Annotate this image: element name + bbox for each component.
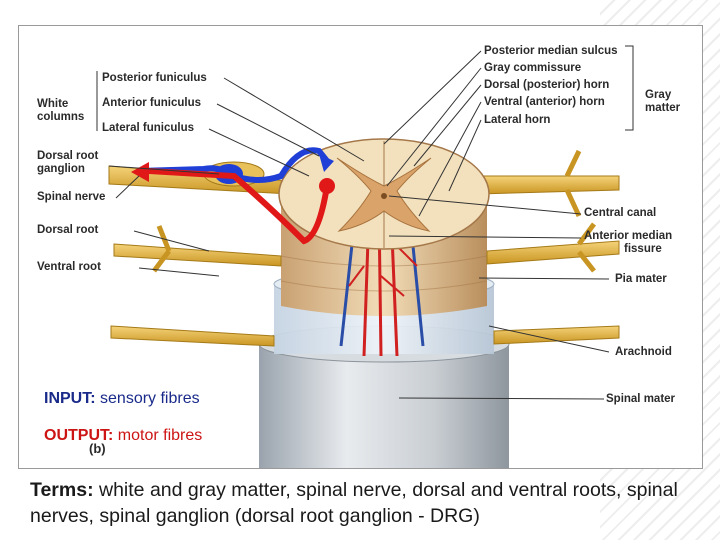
terms-label: Terms: — [30, 479, 94, 501]
legend-input-label: INPUT: — [44, 390, 96, 407]
left-nerve-roots — [108, 161, 290, 347]
legend-input: INPUT: sensory fibres — [44, 390, 200, 408]
spinal-cord-illustration — [96, 45, 634, 468]
label-dorsal-horn: Dorsal (posterior) horn — [484, 79, 610, 91]
label-spinal-nerve: Spinal nerve — [37, 191, 106, 203]
label-ventral-root: Ventral root — [37, 261, 101, 273]
label-dorsal-root: Dorsal root — [37, 224, 99, 236]
legend-output-value: motor fibres — [117, 427, 203, 444]
label-lateral-horn: Lateral horn — [484, 114, 551, 126]
label-arachnoid: Arachnoid — [615, 346, 672, 358]
terms-caption: Terms: white and gray matter, spinal ner… — [30, 477, 710, 529]
label-gray-commissure: Gray commissure — [484, 62, 582, 74]
label-spinal-mater: Spinal mater — [606, 393, 676, 405]
panel-letter: (b) — [89, 441, 106, 456]
left-leader-lines — [96, 71, 365, 277]
label-posterior-median-sulcus: Posterior median sulcus — [484, 45, 618, 57]
right-leader-lines — [383, 45, 634, 400]
label-central-canal: Central canal — [584, 207, 657, 219]
right-nerve-roots — [478, 149, 620, 345]
terms-text: white and gray matter, spinal nerve, dor… — [30, 479, 678, 527]
output-motor-arrow — [131, 162, 335, 245]
legend-output-label: OUTPUT: — [44, 427, 114, 444]
label-anterior-funiculus: Anterior funiculus — [102, 97, 202, 109]
label-lateral-funiculus: Lateral funiculus — [102, 122, 195, 134]
cord-cross-section — [278, 138, 490, 250]
label-ventral-horn: Ventral (anterior) horn — [484, 96, 605, 108]
label-pia-mater: Pia mater — [615, 273, 667, 285]
label-posterior-funiculus: Posterior funiculus — [102, 72, 207, 84]
legend-input-value: sensory fibres — [100, 390, 200, 407]
legend-output: OUTPUT: motor fibres — [44, 427, 202, 445]
